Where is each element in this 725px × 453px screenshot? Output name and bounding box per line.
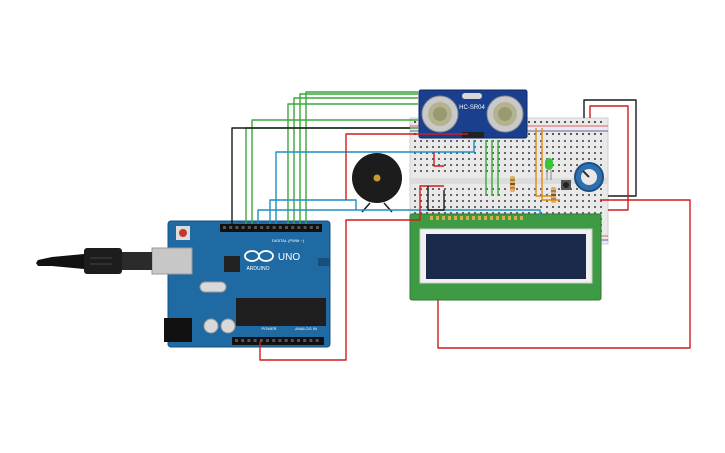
wire-22[interactable] [427,186,445,211]
wire-4[interactable] [293,97,418,224]
sensor-label: HC-SR04 [459,105,485,111]
resistor-2[interactable] [551,187,556,203]
wire-11[interactable] [345,133,468,200]
piezo-buzzer[interactable] [352,153,402,213]
green-led[interactable] [545,158,553,180]
arduino-model: UNO [278,252,300,263]
potentiometer[interactable] [574,162,604,192]
wire-7[interactable] [231,127,410,224]
pushbutton[interactable] [561,180,571,190]
power-header-label: POWER [261,326,276,331]
wire-16[interactable] [535,128,552,197]
wire-13[interactable] [259,185,444,361]
wire-10[interactable] [257,209,541,224]
wire-21[interactable] [433,152,444,167]
arduino-uno[interactable]: ARDUINO UNO DIGITAL (PWM ~) POWER ANALOG… [36,220,331,348]
digital-header-label: DIGITAL (PWM ~) [272,238,305,243]
ultrasonic-sensor[interactable]: HC-SR04 [418,89,528,139]
wire-5[interactable] [299,93,418,224]
wire-15[interactable] [589,105,629,211]
wire-6[interactable] [305,91,418,224]
arduino-brand: ARDUINO [246,266,269,272]
arduino-logo [244,250,274,262]
wire-3[interactable] [287,103,418,224]
analog-header-label: ANALOG IN [295,326,317,331]
wire-12[interactable] [437,199,691,349]
wire-2[interactable] [251,119,418,224]
wire-8[interactable] [275,140,475,224]
resistor-1[interactable] [510,176,515,192]
lcd-display[interactable] [409,213,602,301]
wire-17[interactable] [541,128,560,201]
wire-14[interactable] [583,99,637,197]
wire-9[interactable] [269,199,357,224]
